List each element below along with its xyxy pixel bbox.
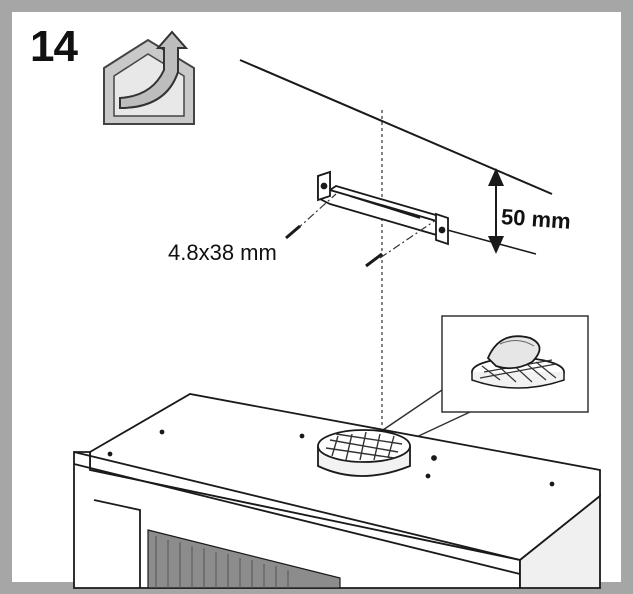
bracket-level-line [439, 227, 537, 255]
detail-callout [379, 315, 589, 441]
house-ducted-exhaust-icon [103, 30, 195, 125]
distance-label: 50 mm [500, 204, 572, 234]
cooker-hood [73, 393, 601, 589]
ceiling-line [239, 59, 553, 195]
step-number: 14 [30, 22, 78, 71]
screw-left [285, 193, 337, 240]
screw-right [365, 219, 437, 268]
mounting-bracket [317, 170, 449, 246]
screw-size-label: 4.8x38 mm [168, 240, 277, 265]
dimension-arrow [488, 168, 504, 254]
exhaust-outlet-flange [317, 429, 411, 477]
